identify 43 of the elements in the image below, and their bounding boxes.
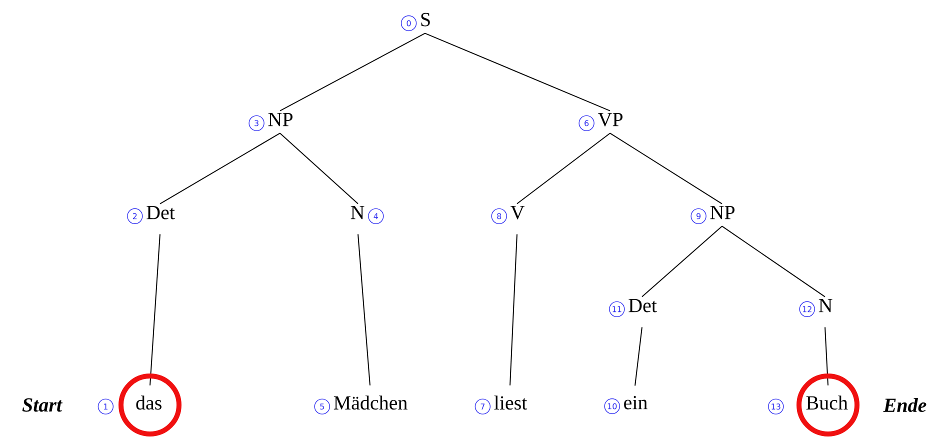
tree-node: 8 V [491, 206, 524, 224]
node-label: Det [146, 206, 175, 220]
end-label: Start [22, 398, 62, 412]
tree-node: 7 liest [474, 396, 528, 414]
tree-branch [280, 32, 426, 112]
node-label: V [510, 206, 525, 220]
tree-branch [280, 132, 358, 204]
tree-node: 1 das [98, 396, 162, 414]
tree-node: 10 ein [604, 396, 648, 414]
node-label: VP [598, 112, 622, 126]
node-label: N [818, 299, 832, 312]
tree-branch [634, 326, 642, 386]
tree-node: 13 Buch [768, 396, 848, 414]
tree-branch [424, 32, 610, 112]
tree-node: 6 VP [578, 112, 622, 132]
node-label: N [350, 206, 364, 220]
tree-node: 9 NP [690, 206, 734, 224]
tree-node: 3 NP [248, 112, 292, 132]
tree-branch [610, 132, 722, 204]
tree-branch [150, 234, 160, 386]
tree-branch [824, 326, 828, 386]
tree-branch [160, 132, 280, 204]
node-label: das [136, 396, 162, 410]
tree-branch [722, 226, 826, 298]
node-label: NP [710, 206, 734, 220]
tree-node: N 4 [350, 206, 384, 224]
tree-node: 11 Det [609, 298, 657, 318]
node-label: S [421, 12, 430, 26]
tree-branch [642, 226, 722, 298]
node-label: Det [628, 298, 657, 312]
node-label: Mädchen [334, 396, 408, 410]
tree-node: 12 N [799, 299, 832, 317]
tree-node: 2 Det [127, 206, 175, 224]
tree-branch [358, 234, 370, 386]
tree-node: 5 Mädchen [314, 396, 408, 414]
node-label: liest [494, 396, 528, 410]
end-label: Ende [883, 398, 926, 412]
node-label: Buch [806, 396, 848, 410]
node-label: ein [624, 396, 648, 410]
node-label: NP [268, 112, 292, 126]
tree-branch [510, 234, 518, 386]
tree-branch [516, 132, 610, 204]
tree-node: 0 S [400, 12, 430, 32]
